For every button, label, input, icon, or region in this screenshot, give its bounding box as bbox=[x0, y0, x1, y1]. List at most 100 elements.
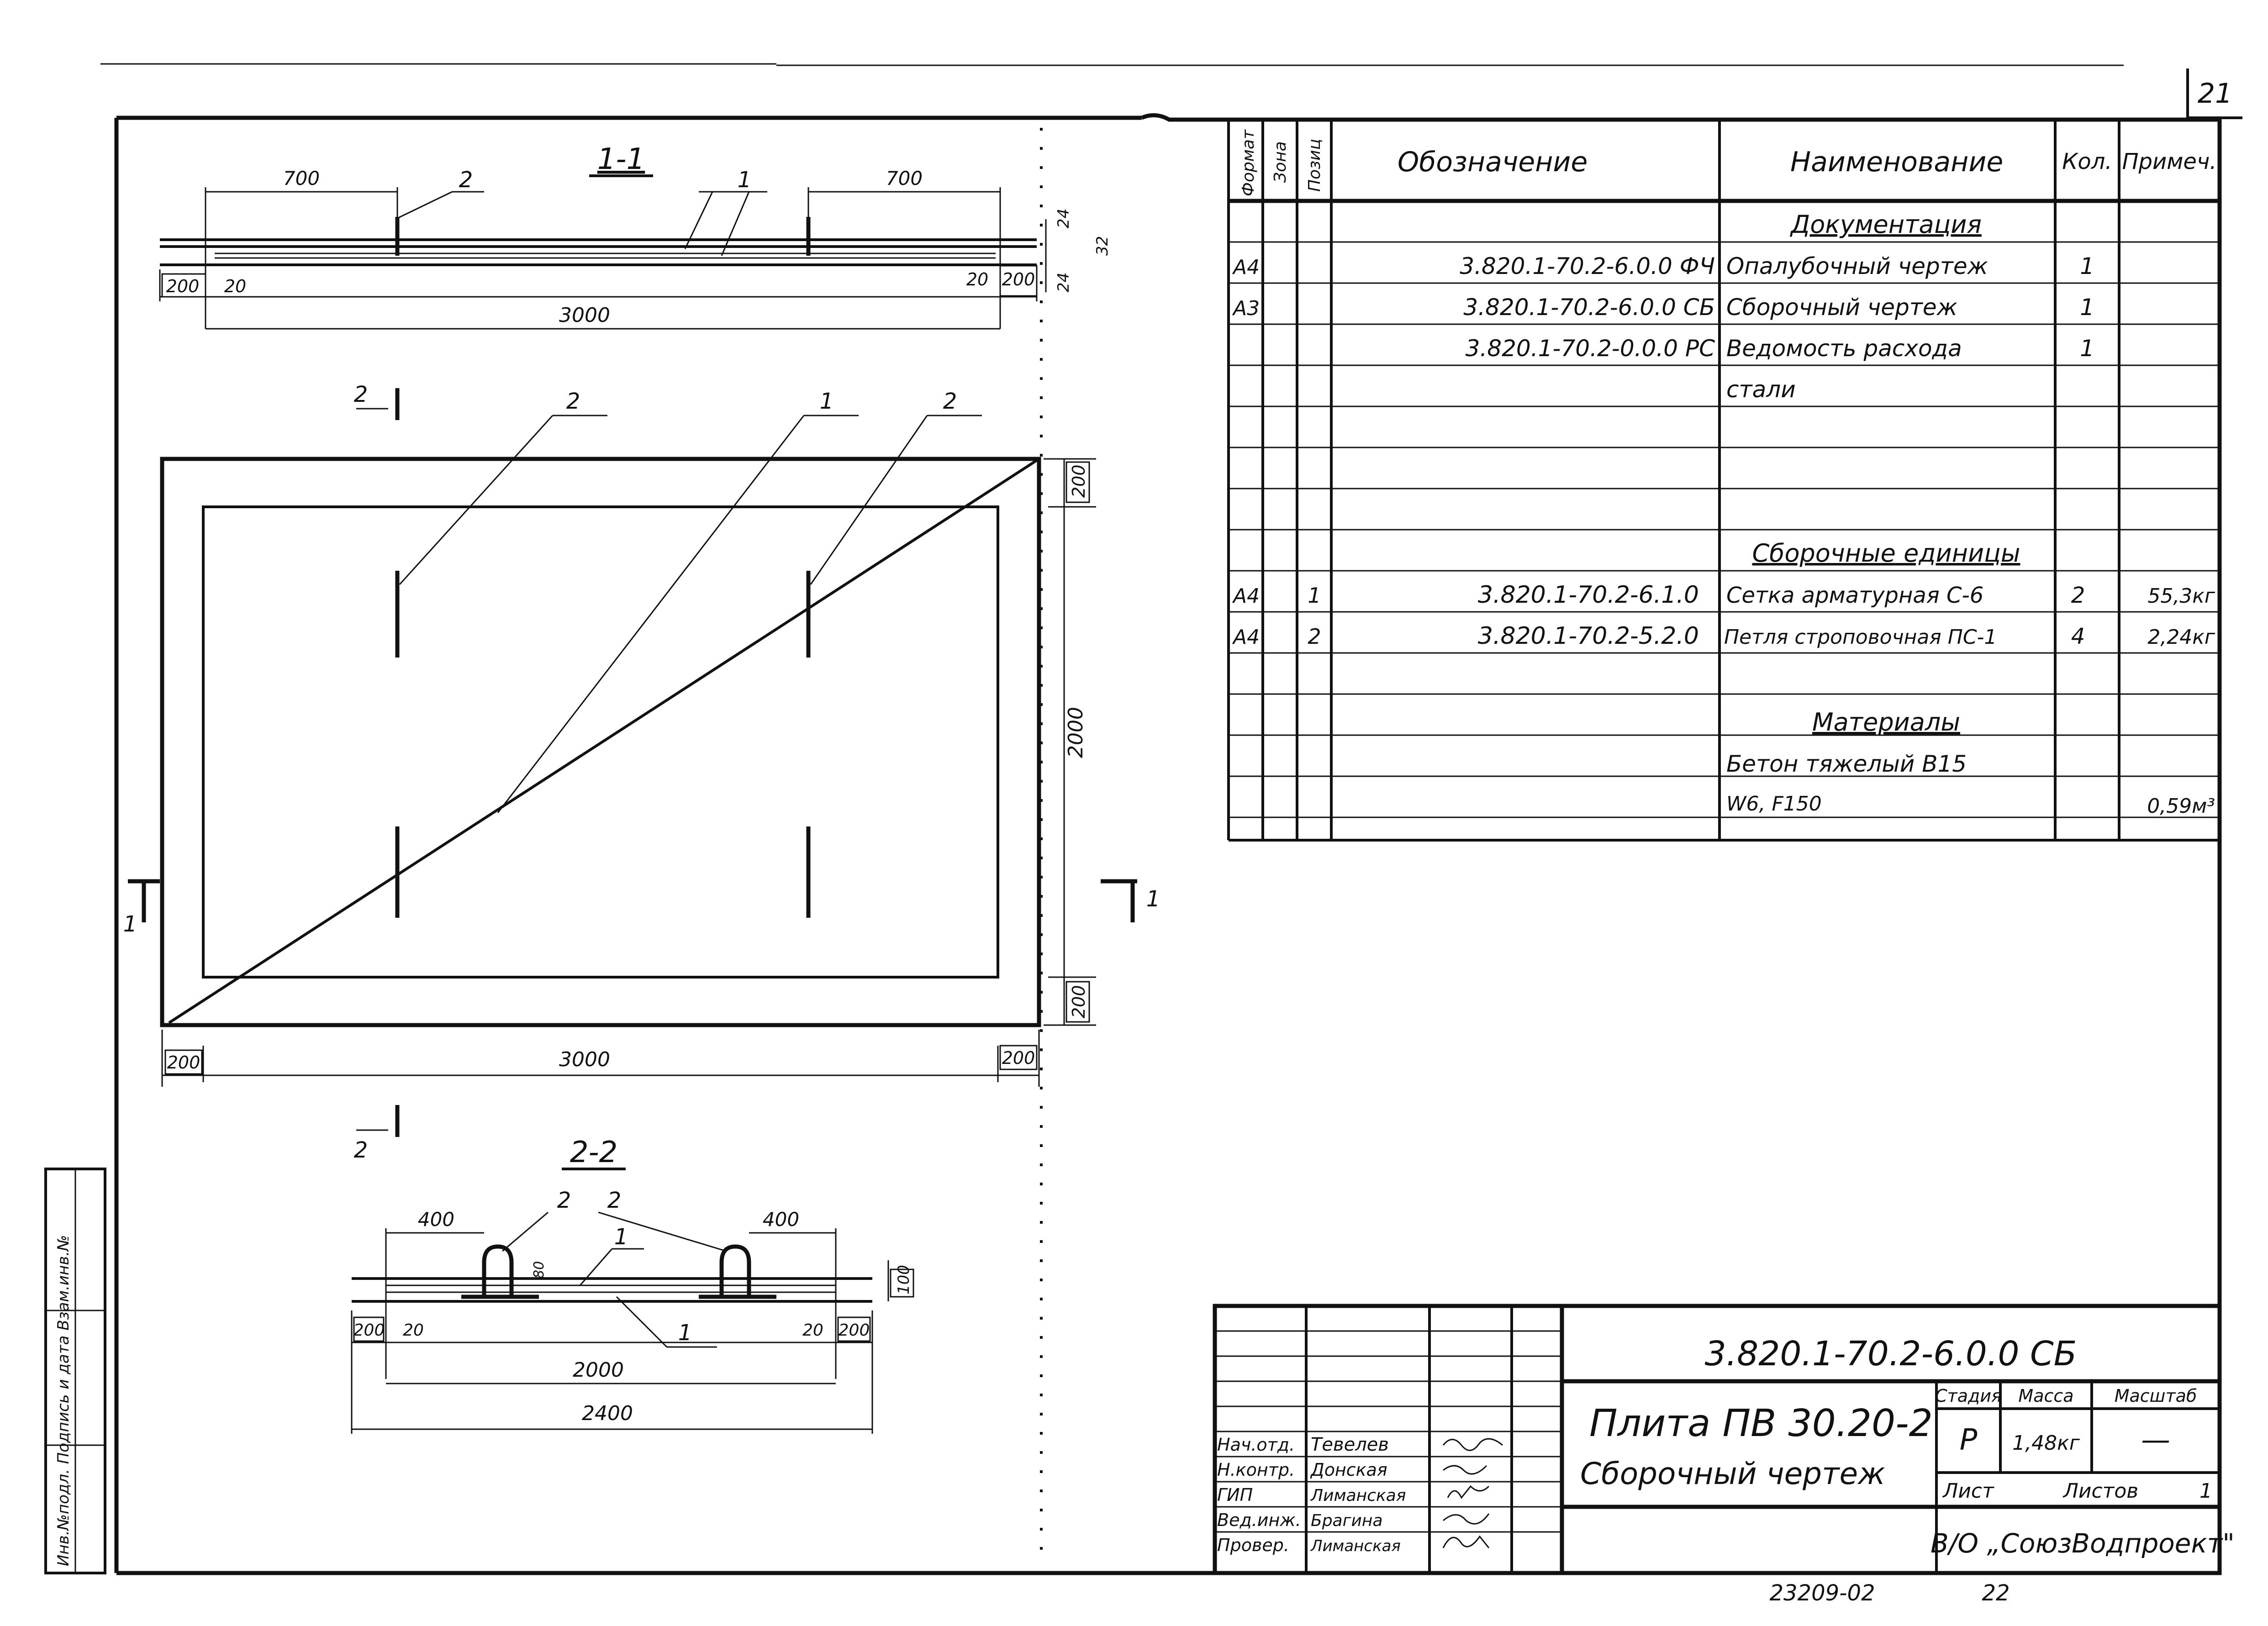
signer-role-5: Провер. bbox=[1217, 1535, 1289, 1555]
s2-callout-2b: 2 bbox=[607, 1188, 622, 1213]
row-9-designation: 3.820.1-70.2-5.2.0 bbox=[1478, 622, 1699, 650]
row-1-name: Опалубочный чертеж bbox=[1726, 253, 1988, 279]
dim-20-right: 20 bbox=[966, 269, 988, 289]
row-13-note: 0,59м³ bbox=[2147, 795, 2215, 818]
row-9-qty: 4 bbox=[2071, 624, 2085, 649]
row-4-name: стали bbox=[1726, 376, 1796, 403]
dim-32: 32 bbox=[1093, 236, 1112, 256]
row-8-note: 55,3кг bbox=[2147, 584, 2215, 608]
signer-name-4: Брагина bbox=[1311, 1511, 1383, 1530]
section-1-1-title: 1-1 bbox=[597, 142, 645, 176]
row-11-name: Материалы bbox=[1812, 708, 1960, 737]
s2-dim-80: 80 bbox=[531, 1261, 547, 1279]
row-3-qty: 1 bbox=[2080, 335, 2094, 362]
row-0-name: Документация bbox=[1790, 210, 1982, 239]
cut-mark-2-bottom: 2 bbox=[354, 1137, 368, 1163]
row-1-designation: 3.820.1-70.2-6.0.0 ФЧ bbox=[1460, 253, 1715, 279]
signature-4 bbox=[1443, 1513, 1490, 1525]
row-8-format: А4 bbox=[1232, 584, 1260, 608]
organization: В/О „СоюзВодпроект" bbox=[1930, 1528, 2235, 1559]
plan-dim-2000: 2000 bbox=[1064, 707, 1087, 758]
s2-dim-2000: 2000 bbox=[573, 1358, 624, 1382]
row-9-note: 2,24кг bbox=[2147, 626, 2215, 649]
mass-label: Масса bbox=[2018, 1386, 2073, 1406]
dim-24-bottom: 24 bbox=[1055, 273, 1073, 292]
sheet-label: Лист bbox=[1942, 1479, 1994, 1503]
title-block: 3.820.1-70.2-6.0.0 СБ Плита ПВ 30.20-2 С… bbox=[1213, 1304, 2235, 1575]
header-designation: Обозначение bbox=[1398, 146, 1588, 178]
header-qty: Кол. bbox=[2062, 149, 2112, 174]
section-1-1: 1-1 700 700 200 20 20 200 3000 24 24 bbox=[159, 142, 1112, 330]
dim-700-right: 700 bbox=[886, 167, 923, 189]
row-9-format: А4 bbox=[1232, 626, 1260, 649]
page-number-box: 21 bbox=[2186, 68, 2242, 119]
cut-mark-2-top: 2 bbox=[354, 382, 368, 407]
dim-20-left: 20 bbox=[224, 276, 246, 296]
signer-name-3: Лиманская bbox=[1310, 1486, 1406, 1505]
specification-table: Формат Зона Позиц Обозначение Наименован… bbox=[1227, 120, 2221, 842]
s2-dim-400-left: 400 bbox=[418, 1208, 454, 1231]
side-stamp: Инв.№подл. Подпись и дата Взам.инв.№ bbox=[44, 1168, 106, 1574]
sheets-value: 1 bbox=[2199, 1479, 2212, 1503]
signer-role-3: ГИП bbox=[1217, 1485, 1253, 1505]
header-pos: Позиц bbox=[1305, 139, 1324, 192]
dim-3000: 3000 bbox=[559, 304, 610, 327]
s2-callout-2a: 2 bbox=[557, 1188, 571, 1213]
row-2-qty: 1 bbox=[2080, 294, 2094, 321]
plan-dim-200-left: 200 bbox=[167, 1052, 200, 1073]
dim-200-left: 200 bbox=[166, 276, 200, 296]
footer-page: 22 bbox=[1982, 1580, 2010, 1606]
row-1-format: А4 bbox=[1232, 256, 1260, 279]
header-format: Формат bbox=[1239, 129, 1258, 196]
signer-name-5: Лиманская bbox=[1310, 1537, 1401, 1555]
plan-view: 2 1 2 200 2000 200 200 3000 200 2 2 bbox=[123, 382, 1160, 1163]
side-stamp-text: Инв.№подл. Подпись и дата Взам.инв.№ bbox=[54, 1235, 73, 1566]
plan-dim-3000: 3000 bbox=[559, 1048, 610, 1071]
row-12-name: Бетон тяжелый В15 bbox=[1726, 751, 1967, 777]
signature-5 bbox=[1442, 1535, 1490, 1548]
plan-callout-2-right: 2 bbox=[943, 389, 957, 414]
row-3-name: Ведомость расхода bbox=[1726, 335, 1962, 362]
cut-mark-1-left: 1 bbox=[123, 911, 137, 937]
row-9-pos: 2 bbox=[1308, 624, 1321, 649]
s2-dim-20-left: 20 bbox=[403, 1321, 424, 1340]
callout-1: 1 bbox=[738, 167, 752, 193]
s2-dim-200-right: 200 bbox=[839, 1321, 870, 1340]
s2-dim-400-right: 400 bbox=[763, 1208, 799, 1231]
plan-dim-200-top: 200 bbox=[1069, 464, 1089, 498]
sheet-name: Сборочный чертеж bbox=[1580, 1456, 1885, 1491]
section-2-2: 2-2 400 400 200 20 20 200 2000 2400 100 bbox=[351, 1136, 914, 1434]
sheets-label: Листов bbox=[2062, 1479, 2138, 1503]
dim-700-left: 700 bbox=[283, 167, 320, 189]
signer-role-2: Н.контр. bbox=[1217, 1460, 1295, 1480]
dim-24-top: 24 bbox=[1055, 209, 1073, 228]
row-3-designation: 3.820.1-70.2-0.0.0 РС bbox=[1466, 335, 1715, 362]
mass-value: 1,48кг bbox=[2012, 1431, 2080, 1455]
s2-callout-1-bottom: 1 bbox=[678, 1320, 692, 1346]
product-name: Плита ПВ 30.20-2 bbox=[1589, 1402, 1933, 1445]
signer-name-2: Донская bbox=[1310, 1460, 1387, 1480]
s2-dim-200-left: 200 bbox=[353, 1321, 385, 1340]
stage-value: Р bbox=[1960, 1423, 1978, 1457]
row-2-name: Сборочный чертеж bbox=[1726, 294, 1957, 321]
signer-role-1: Нач.отд. bbox=[1217, 1435, 1295, 1455]
signature-1 bbox=[1442, 1438, 1503, 1451]
header-zone: Зона bbox=[1271, 141, 1290, 183]
scale-label: Масштаб bbox=[2115, 1386, 2197, 1406]
plan-dim-200-right: 200 bbox=[1002, 1048, 1035, 1068]
header-name: Наименование bbox=[1790, 146, 2003, 178]
signature-2 bbox=[1443, 1465, 1487, 1475]
stage-label: Стадия bbox=[1935, 1386, 2002, 1406]
s2-dim-100: 100 bbox=[895, 1265, 913, 1294]
row-8-designation: 3.820.1-70.2-6.1.0 bbox=[1478, 581, 1699, 609]
footer-number: 23209-02 bbox=[1769, 1580, 1875, 1606]
signer-role-4: Вед.инж. bbox=[1217, 1510, 1301, 1530]
page-number: 21 bbox=[2198, 78, 2232, 110]
dim-200-right: 200 bbox=[1002, 269, 1035, 289]
section-2-2-title: 2-2 bbox=[570, 1136, 618, 1169]
s2-callout-1-top: 1 bbox=[614, 1224, 628, 1250]
plan-dim-200-bottom: 200 bbox=[1069, 985, 1089, 1018]
callout-2: 2 bbox=[459, 167, 473, 193]
row-8-pos: 1 bbox=[1308, 583, 1321, 608]
